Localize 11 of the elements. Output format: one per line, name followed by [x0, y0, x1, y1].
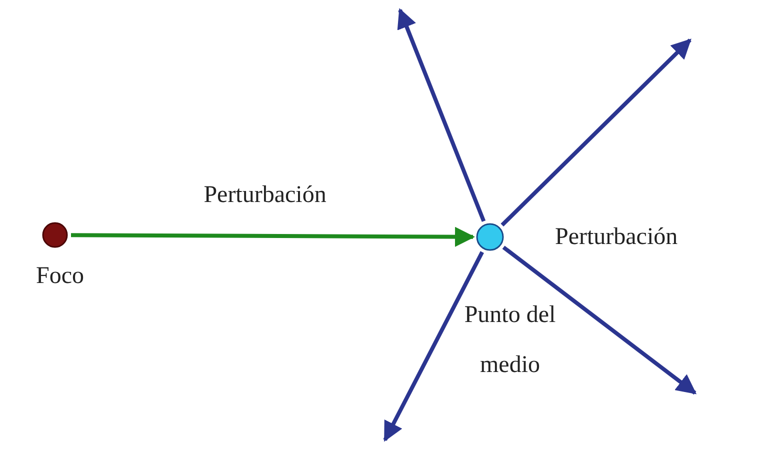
text-label: Perturbación	[555, 223, 678, 252]
source-dot	[42, 222, 68, 248]
node-label: Foco	[10, 252, 110, 300]
arrow	[397, 8, 486, 222]
arrow	[500, 38, 692, 226]
node-label: Punto del medio	[460, 290, 560, 390]
arrow	[383, 251, 484, 442]
edge-label: Perturbación	[202, 181, 328, 210]
arrow	[502, 246, 697, 395]
medium-point-dot	[476, 223, 504, 251]
arrow	[71, 226, 475, 247]
